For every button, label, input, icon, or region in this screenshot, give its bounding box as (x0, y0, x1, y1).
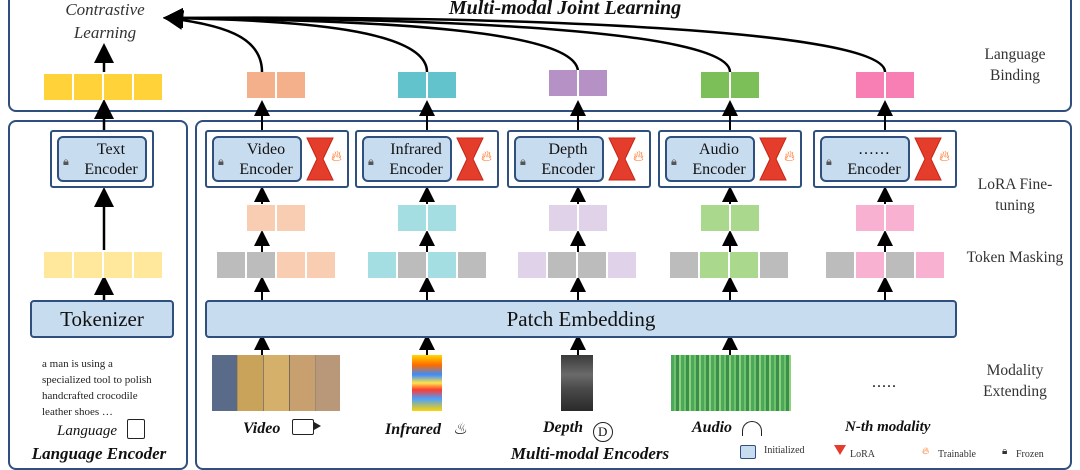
lora-hourglass-icon (456, 137, 484, 181)
language-caption: a man is using a specialized tool to pol… (42, 358, 152, 418)
flame-icon: ♨ (452, 421, 468, 438)
audio-spectrogram-image (671, 355, 791, 411)
lora-hourglass-icon (914, 137, 942, 181)
lora-hourglass-icon (608, 137, 636, 181)
audio-modality-label: Audio (692, 419, 762, 437)
video-modality-label: Video (243, 419, 322, 438)
fire-icon: 🔥︎ (784, 149, 796, 165)
fire-icon: 🔥︎ (939, 149, 951, 165)
top-panel (8, 0, 1072, 112)
text-encoder: 🔒︎ Text Encoder (57, 136, 147, 182)
depth-encoder: 🔒︎ Depth Encoder (514, 136, 604, 182)
fire-icon: 🔥︎ (331, 149, 343, 165)
video-binding-tokens (247, 72, 305, 98)
contrastive-learning-label: Contrastive Learning (65, 0, 145, 42)
headphones-icon (741, 421, 762, 436)
audio-binding-tokens (701, 72, 759, 98)
infrared-lora-tokens (398, 205, 456, 231)
video-encoder: 🔒︎ Video Encoder (212, 136, 302, 182)
fire-icon: 🔥︎ (633, 149, 645, 165)
depth-image (561, 355, 593, 411)
legend-initialized: Initialized (764, 445, 805, 456)
legend-trainable: Trainable (938, 449, 976, 460)
infrared-encoder: 🔒︎ Infrared Encoder (362, 136, 452, 182)
depth-encoder-box: 🔒︎ Depth Encoder 🔥︎ (507, 130, 651, 188)
lock-icon: 🔒︎ (63, 156, 69, 168)
infrared-modality-label: Infrared ♨ (385, 421, 468, 438)
video-lora-tokens (247, 205, 305, 231)
lora-finetuning-label: LoRA Fine-tuning (977, 176, 1053, 214)
connector-arrows (94, 7, 893, 355)
lock-icon: 🔒︎ (520, 156, 526, 168)
nth-masked-tokens (826, 252, 944, 278)
audio-masked-tokens (670, 252, 788, 278)
nth-lora-tokens (856, 205, 914, 231)
language-encoder-title: Language Encoder (31, 444, 167, 463)
language-tokens (44, 252, 164, 278)
depth-binding-tokens (549, 70, 607, 96)
text-encoder-box: 🔒︎ Text Encoder (50, 130, 154, 188)
video-masked-tokens (217, 252, 335, 278)
patch-embedding: Patch Embedding (205, 300, 957, 338)
nth-modality-dots: ..... (872, 374, 897, 391)
lora-hourglass-icon (759, 137, 787, 181)
depth-d-icon: D (592, 422, 613, 442)
initialized-swatch-icon (740, 445, 756, 459)
audio-encoder-box: 🔒︎ Audio Encoder 🔥︎ (658, 130, 802, 188)
depth-masked-tokens (518, 252, 636, 278)
lock-icon: 🔒︎ (368, 156, 374, 168)
fire-icon: 🔥︎ (481, 149, 493, 165)
token-masking-label: Token Masking (966, 249, 1064, 266)
lock-icon: 🔒︎ (671, 156, 677, 168)
legend-lora: LoRA (850, 449, 875, 460)
joint-learning-title: Multi-modal Joint Learning (448, 0, 682, 19)
multimodal-encoders-title: Multi-modal Encoders (510, 444, 670, 463)
lock-icon: 🔒︎ (826, 156, 832, 168)
language-binding-label: Language Binding (984, 46, 1046, 84)
lock-icon: 🔒︎ (1002, 446, 1008, 457)
audio-lora-tokens (701, 205, 759, 231)
infrared-image (412, 355, 442, 411)
tokenizer: Tokenizer (30, 300, 174, 338)
infrared-masked-tokens (368, 252, 486, 278)
language-binding-tokens (44, 74, 164, 100)
legend-frozen: Frozen (1016, 449, 1044, 460)
depth-lora-tokens (549, 205, 607, 231)
modality-extending-label: Modality Extending (983, 362, 1047, 400)
video-camera-icon (292, 419, 322, 435)
audio-encoder: 🔒︎ Audio Encoder (665, 136, 755, 182)
nth-encoder-box: 🔒︎ …… Encoder 🔥︎ (813, 130, 957, 188)
video-encoder-box: 🔒︎ Video Encoder 🔥︎ (205, 130, 349, 188)
depth-modality-label: Depth D (543, 419, 613, 442)
edit-document-icon (126, 419, 145, 439)
lora-hourglass-icon (306, 137, 334, 181)
video-frames-image (212, 355, 340, 411)
lock-icon: 🔒︎ (218, 156, 224, 168)
nth-encoder: 🔒︎ …… Encoder (820, 136, 910, 182)
infrared-binding-tokens (398, 72, 456, 98)
nth-binding-tokens (856, 72, 914, 98)
infrared-encoder-box: 🔒︎ Infrared Encoder 🔥︎ (355, 130, 499, 188)
nth-modality-label: N-th modality (845, 419, 931, 435)
fire-icon: 🔥︎ (922, 446, 930, 457)
language-modality-label: Language (57, 419, 145, 440)
legend: Initialized LoRA 🔥︎ Trainable 🔒︎ Frozen (740, 445, 1080, 460)
lora-swatch-icon (834, 445, 846, 455)
